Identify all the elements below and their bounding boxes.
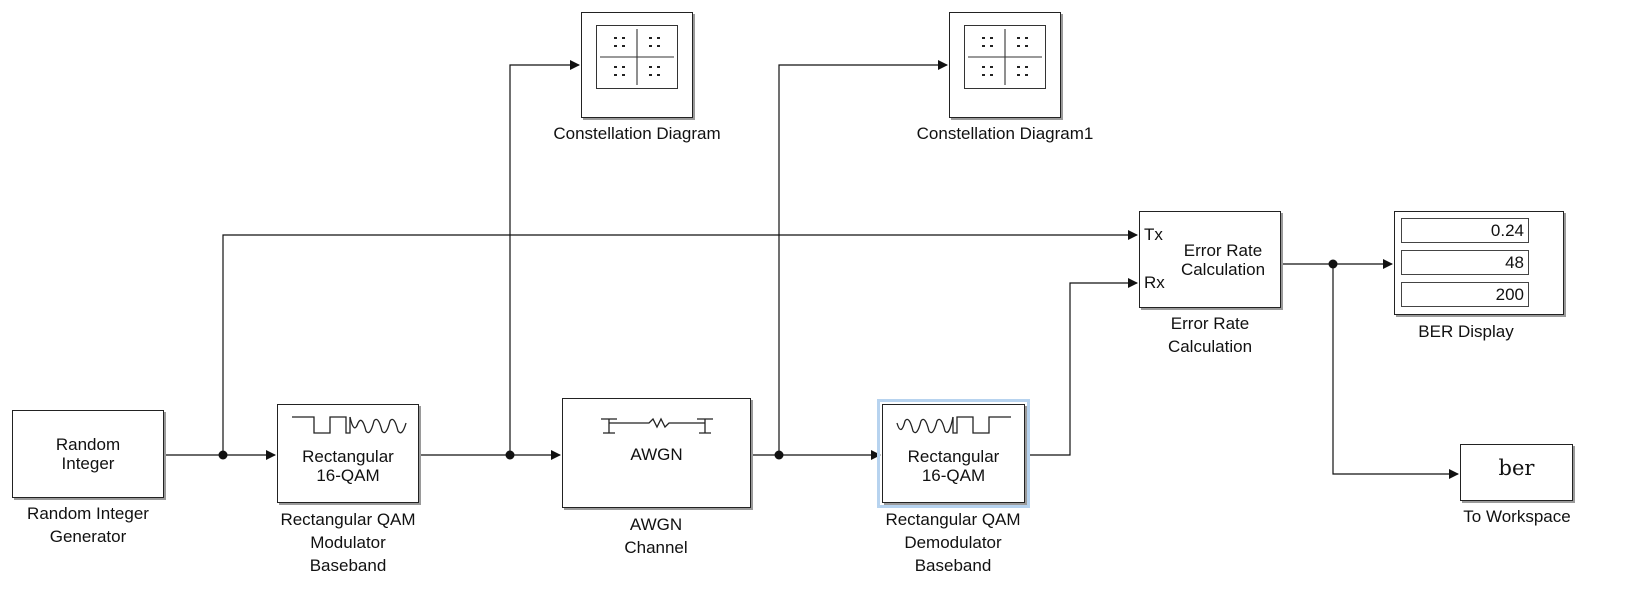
block-text: Random Integer [55,435,121,473]
block-text: Error Rate Calculation [1180,241,1266,279]
branch-point [218,450,228,460]
to-workspace-label: To Workspace [1463,507,1571,526]
random-integer-generator-block[interactable]: Random Integer [12,410,164,498]
constellation-diagram-block[interactable] [581,12,693,118]
signal-line-to-error-tx [222,230,1138,455]
branch-point [774,450,784,460]
qam-modulator-block[interactable]: Rectangular 16-QAM [277,404,419,503]
demodulator-waveform-icon [896,416,1011,434]
branch-point [1328,259,1338,269]
channel-noise-icon [601,417,713,434]
signal-line-demod-to-error-rx [1025,278,1138,456]
qam-demodulator-block[interactable]: Rectangular 16-QAM [877,399,1030,508]
block-text: AWGN [630,445,683,464]
qam-demodulator-label: Rectangular QAM Demodulator Baseband [885,510,1021,575]
scope-screen-icon [596,25,678,89]
workspace-variable-name: ber [1498,456,1535,480]
block-text: Rectangular 16-QAM [907,447,1000,485]
block-text: Rectangular 16-QAM [302,447,394,485]
signal-line-to-constellation [509,60,580,455]
awgn-channel-label: AWGN Channel [624,515,688,557]
ber-display-label: BER Display [1418,322,1514,341]
random-integer-generator-label: Random Integer Generator [27,504,149,546]
scope-screen-icon [964,25,1046,89]
display-value-errors: 48 [1401,250,1529,275]
display-value-bits: 200 [1401,282,1529,307]
ber-display-block[interactable]: 0.24 48 200 [1394,211,1564,315]
display-value-ber: 0.24 [1401,218,1529,243]
tx-port-label: Tx [1144,225,1163,244]
error-rate-calculation-label: Error Rate Calculation [1167,314,1253,356]
signal-line-to-workspace [1332,264,1459,479]
to-workspace-block[interactable]: ber [1460,444,1573,501]
constellation-diagram-label: Constellation Diagram [553,124,721,143]
qam-modulator-label: Rectangular QAM Modulator Baseband [280,510,416,575]
signal-line-to-constellation1 [778,60,948,455]
modulator-waveform-icon [292,416,407,434]
rx-port-label: Rx [1144,273,1165,292]
error-rate-calculation-block[interactable]: Tx Rx Error Rate Calculation [1139,211,1281,308]
branch-point [505,450,515,460]
constellation-diagram1-block[interactable] [949,12,1061,118]
awgn-channel-block[interactable]: AWGN [562,398,751,508]
constellation-diagram1-label: Constellation Diagram1 [916,124,1094,143]
